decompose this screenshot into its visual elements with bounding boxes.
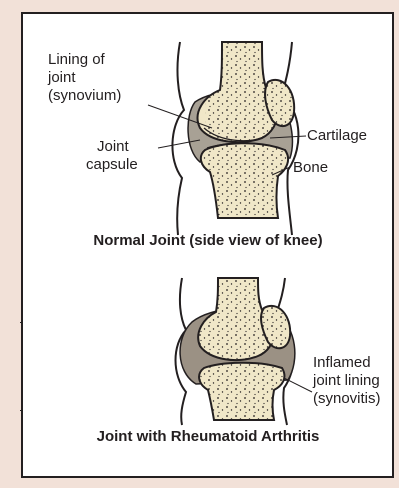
label-joint-capsule-line1: Joint xyxy=(97,138,129,156)
leader-line xyxy=(284,378,312,392)
label-joint-capsule-line2: capsule xyxy=(86,156,138,174)
label-lining-of: Lining of xyxy=(48,51,105,69)
label-cartilage: Cartilage xyxy=(307,127,367,145)
label-synovitis: (synovitis) xyxy=(313,390,381,408)
leg-outline xyxy=(172,42,184,235)
label-inflamed: Inflamed xyxy=(313,354,371,372)
label-synovium: (synovium) xyxy=(48,87,121,105)
normal-joint-illustration xyxy=(148,42,306,235)
label-bone: Bone xyxy=(293,159,328,177)
caption-normal-joint: Normal Joint (side view of knee) xyxy=(24,232,392,249)
label-joint-lining: joint lining xyxy=(313,372,380,390)
label-joint: joint xyxy=(48,69,76,87)
caption-ra-joint: Joint with Rheumatoid Arthritis xyxy=(24,428,392,445)
ra-joint-illustration xyxy=(176,278,313,425)
